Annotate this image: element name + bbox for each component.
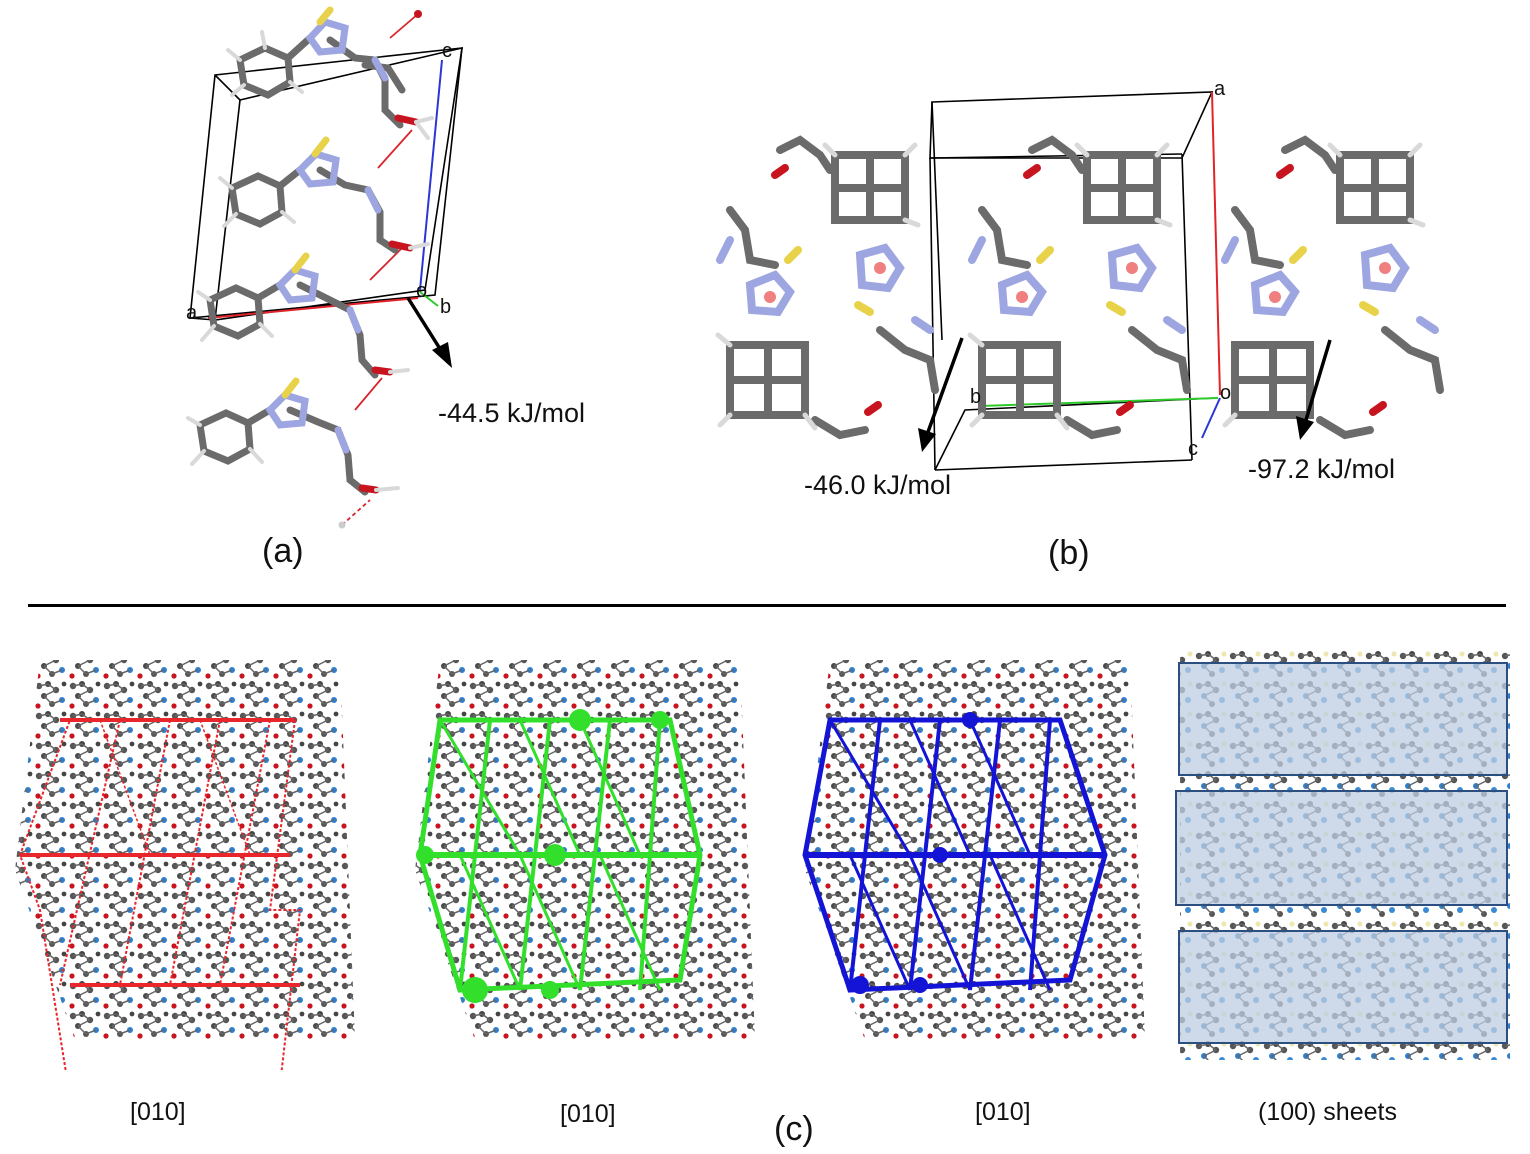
axis-c-line — [419, 59, 443, 291]
panel-label-a: (a) — [262, 532, 304, 570]
sheet-1 — [1178, 662, 1508, 776]
dimer-center — [967, 135, 1191, 440]
panel-label-c: (c) — [774, 1110, 814, 1148]
axis-label-c: c — [442, 40, 452, 62]
axis-label-b: b — [440, 296, 452, 318]
framework-view-1 — [15, 650, 1510, 1070]
axis-a-line — [1211, 91, 1221, 396]
h-bond-end-atom — [414, 10, 422, 18]
axis-label-a: a — [1214, 78, 1226, 100]
view-caption-4: (100) sheets — [1258, 1098, 1397, 1126]
interaction-energy-a: -44.5 kJ/mol — [438, 398, 586, 428]
molecule — [226, 6, 434, 140]
panel-b-structure — [715, 91, 1444, 471]
molecule — [196, 252, 410, 379]
interaction-energy-b-right: -97.2 kJ/mol — [1248, 454, 1396, 484]
section-divider — [28, 604, 1506, 607]
dimer-right — [1221, 135, 1444, 440]
h-bond-chain — [341, 13, 419, 526]
axis-b-line — [419, 291, 439, 307]
panel-a-structure — [186, 6, 463, 529]
energy-arrow-a — [406, 297, 452, 368]
molecule — [218, 136, 430, 254]
crystal-packing-1 — [15, 660, 355, 1040]
view-caption-3: [010] — [975, 1098, 1031, 1126]
axis-label-b: b — [970, 386, 982, 408]
panel-b: a b o c -46.0 kJ/mol -97.2 kJ/mol (b) — [690, 60, 1510, 590]
energy-arrow-b-right — [1296, 339, 1332, 440]
axis-label-a: a — [186, 302, 198, 324]
h-bond-end-atom — [338, 521, 346, 529]
sheet-3 — [1178, 930, 1508, 1044]
unit-cell-box-b — [929, 91, 1216, 471]
axis-b-line — [979, 397, 1219, 407]
interaction-energy-b-left: -46.0 kJ/mol — [804, 470, 952, 500]
panel-c: [010] [010] [010] (100) sheets (c) — [0, 620, 1530, 1154]
axis-a-line — [207, 297, 419, 319]
axis-label-o: o — [416, 280, 428, 302]
energy-arrow-b-left — [918, 337, 964, 452]
axis-c-line — [1201, 397, 1221, 439]
framework-red — [18, 718, 302, 1070]
axis-label-c: c — [1188, 438, 1198, 460]
sheet-2 — [1175, 790, 1508, 906]
view-caption-1: [010] — [130, 1098, 186, 1126]
framework-blue — [802, 712, 1108, 994]
panel-label-b: (b) — [1048, 534, 1090, 572]
panel-a: c a o b -44.5 kJ/mol (a) — [170, 0, 630, 590]
molecule — [186, 377, 400, 496]
view-caption-2: [010] — [560, 1100, 616, 1128]
framework-green — [416, 709, 703, 1003]
axis-label-o: o — [1220, 382, 1232, 404]
dimer-left — [715, 135, 939, 440]
